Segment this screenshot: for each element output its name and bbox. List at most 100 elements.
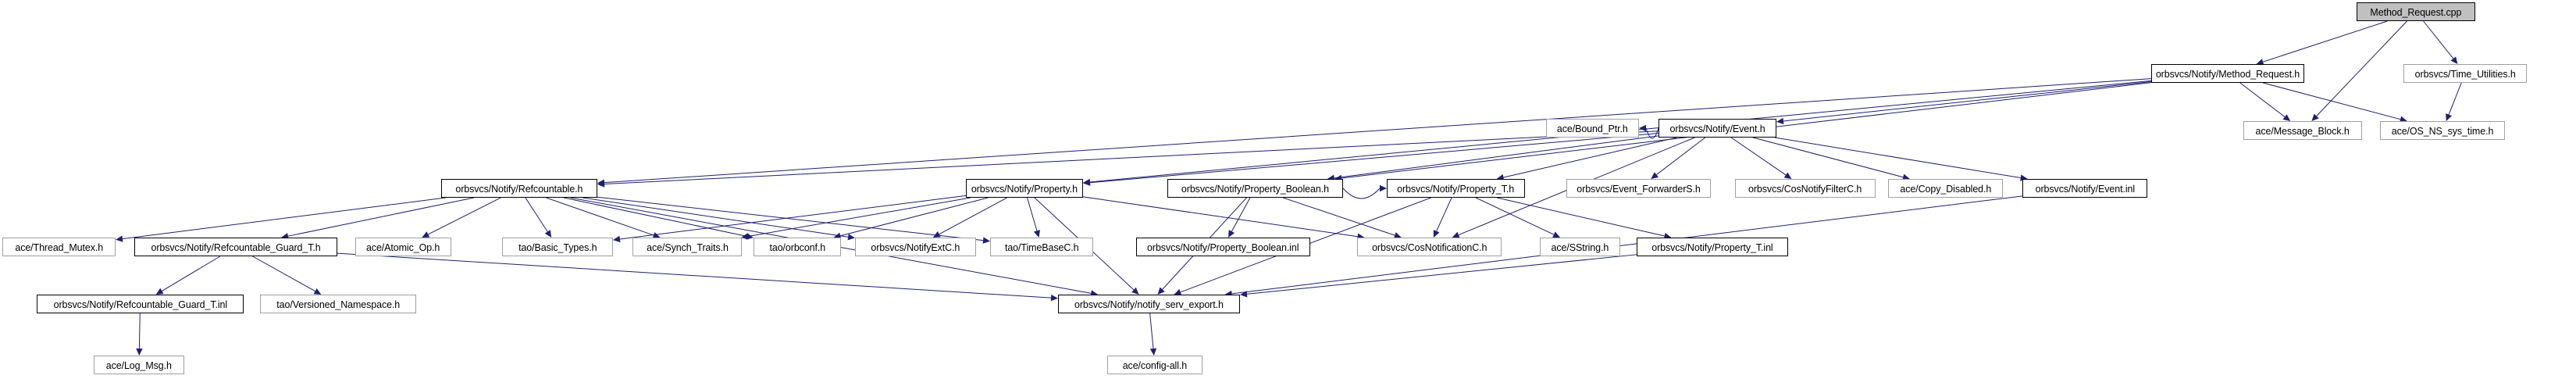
graph-node-label: orbsvcs/Notify/Method_Request.h (2155, 67, 2300, 80)
graph-edge-notify_refcountable_guard_t_inl-to-log_msg_h (138, 313, 141, 349)
graph-edge-notify_property_h-to-basic_types_h (619, 195, 967, 240)
graph-node-label: orbsvcs/Notify/Refcountable_Guard_T.h (151, 241, 321, 253)
graph-arrowhead (136, 348, 143, 356)
graph-node-label: orbsvcs/Notify/notify_serv_export.h (1074, 298, 1224, 310)
graph-edge-notify_event_h-to-notify_property_boolean_h (1334, 135, 1659, 179)
graph-node-notify_refcountable_h[interactable]: orbsvcs/Notify/Refcountable.h (441, 179, 597, 198)
graph-node-label: orbsvcs/Time_Utilities.h (2414, 67, 2516, 80)
graph-arrowhead (155, 288, 164, 295)
graph-edge-notify_refcountable_guard_t_h-to-notify_refcountable_guard_t_inl (162, 256, 221, 291)
graph-arrowhead (597, 181, 605, 188)
graph-edge-notify_property_t_h-to-sstring_h (1475, 197, 1555, 235)
graph-node-notify_property_h[interactable]: orbsvcs/Notify/Property.h (966, 179, 1083, 198)
graph-arrowhead (1157, 287, 1165, 295)
graph-edge-notify_event_h-to-bound_ptr_h (1645, 127, 1659, 139)
graph-node-notify_refcountable_guard_t_inl[interactable]: orbsvcs/Notify/Refcountable_Guard_T.inl (37, 295, 244, 313)
graph-node-label: ace/SString.h (1551, 241, 1609, 253)
graph-edge-notify_event_h-to-notify_refcountable_h (604, 131, 1659, 185)
graph-node-label: orbsvcs/Notify/Property_T.h (1397, 182, 1515, 195)
graph-edge-notify_method_request_h-to-notify_refcountable_h (604, 78, 2152, 184)
graph-node-copy_disabled_h[interactable]: ace/Copy_Disabled.h (1888, 179, 2003, 198)
graph-arrowhead (2282, 114, 2291, 121)
graph-arrowhead (1083, 179, 1091, 186)
graph-arrowhead (1783, 172, 1792, 179)
graph-node-method_request_cpp: Method_Request.cpp (2357, 2, 2475, 21)
graph-arrowhead (746, 233, 754, 240)
graph-node-label: ace/OS_NS_sys_time.h (2391, 124, 2494, 137)
graph-node-versioned_namespace_h[interactable]: tao/Versioned_Namespace.h (260, 295, 416, 313)
graph-node-notify_property_t_inl[interactable]: orbsvcs/Notify/Property_T.inl (1637, 238, 1788, 256)
graph-edge-notify_method_request_h-to-message_block_h (2239, 82, 2286, 117)
graph-node-config_all_h[interactable]: ace/config-all.h (1107, 356, 1202, 374)
graph-edge-notify_refcountable_h-to-orbconf_h (563, 197, 747, 237)
graph-node-synch_traits_h[interactable]: ace/Synch_Traits.h (632, 238, 742, 256)
graph-arrowhead (313, 288, 322, 295)
graph-node-event_forwarders_h[interactable]: orbsvcs/Event_ForwarderS.h (1566, 179, 1711, 198)
graph-node-message_block_h[interactable]: ace/Message_Block.h (2243, 121, 2362, 140)
graph-node-cosnotifyfilterc_h[interactable]: orbsvcs/CosNotifyFilterC.h (1735, 179, 1876, 198)
graph-node-label: orbsvcs/Notify/Property_Boolean.h (1181, 182, 1329, 195)
graph-node-bound_ptr_h[interactable]: ace/Bound_Ptr.h (1546, 119, 1639, 138)
graph-edge-notify_event_inl-to-notify_serv_export_h (1231, 195, 2023, 295)
graph-node-log_msg_h[interactable]: ace/Log_Msg.h (94, 356, 184, 374)
graph-node-os_ns_sys_time_h[interactable]: ace/OS_NS_sys_time.h (2380, 121, 2505, 140)
graph-node-atomic_op_h[interactable]: ace/Atomic_Op.h (355, 238, 451, 256)
graph-node-orbconf_h[interactable]: tao/orbconf.h (754, 238, 841, 256)
graph-node-label: orbsvcs/CosNotificationC.h (1371, 241, 1488, 253)
graph-node-notify_refcountable_guard_t_h[interactable]: orbsvcs/Notify/Refcountable_Guard_T.h (134, 238, 337, 256)
graph-edge-notify_property_h-to-timebasec_h (1027, 197, 1038, 231)
graph-node-notify_event_inl[interactable]: orbsvcs/Notify/Event.inl (2022, 179, 2147, 198)
graph-node-thread_mutex_h[interactable]: ace/Thread_Mutex.h (2, 238, 116, 256)
graph-node-label: tao/Versioned_Namespace.h (276, 298, 400, 310)
graph-arrowhead (982, 237, 990, 244)
graph-edge-notify_property_t_inl-to-notify_serv_export_h (1246, 254, 1637, 295)
graph-edge-method_request_cpp-to-time_utilities_h (2423, 20, 2454, 59)
graph-node-notify_event_h[interactable]: orbsvcs/Notify/Event.h (1659, 119, 1776, 138)
graph-edge-notify_method_request_h-to-os_ns_sys_time_h (2263, 82, 2401, 120)
graph-node-cosnotificationc_h[interactable]: orbsvcs/CosNotificationC.h (1357, 238, 1502, 256)
graph-arrowhead (116, 235, 123, 242)
graph-edge-notify_refcountable_h-to-basic_types_h (525, 197, 548, 232)
graph-node-notify_serv_export_h[interactable]: orbsvcs/Notify/notify_serv_export.h (1058, 295, 1240, 313)
graph-node-notify_method_request_h[interactable]: orbsvcs/Notify/Method_Request.h (2151, 64, 2304, 83)
graph-node-label: ace/config-all.h (1122, 359, 1188, 371)
graph-arrowhead (1380, 184, 1387, 192)
graph-node-notify_property_t_h[interactable]: orbsvcs/Notify/Property_T.h (1387, 179, 1525, 198)
graph-node-basic_types_h[interactable]: tao/Basic_Types.h (502, 238, 613, 256)
graph-node-notify_property_boolean_h[interactable]: orbsvcs/Notify/Property_Boolean.h (1167, 179, 1343, 198)
graph-edge-notify_method_request_h-to-notify_event_h (1783, 80, 2152, 122)
graph-node-notifyextc_h[interactable]: orbsvcs/NotifyExtC.h (855, 238, 976, 256)
graph-node-label: tao/Basic_Types.h (518, 241, 597, 253)
graph-edge-notify_refcountable_guard_t_h-to-versioned_namespace_h (252, 256, 315, 292)
graph-edge-notify_serv_export_h-to-config_all_h (1149, 313, 1154, 349)
graph-arrowhead (1228, 230, 1235, 238)
graph-arrowhead (597, 179, 605, 186)
graph-edge-notify_property_boolean_h-to-cosnotificationc_h (1283, 197, 1395, 236)
graph-node-time_utilities_h[interactable]: orbsvcs/Time_Utilities.h (2403, 64, 2527, 83)
graph-edge-notify_refcountable_guard_t_h-to-notify_serv_export_h (337, 252, 1052, 299)
graph-node-label: Method_Request.cpp (2370, 5, 2462, 18)
graph-node-label: orbsvcs/Event_ForwarderS.h (1577, 182, 1701, 195)
graph-node-notify_property_boolean_inl[interactable]: orbsvcs/Notify/Property_Boolean.inl (1136, 238, 1310, 256)
graph-arrowhead (1433, 230, 1440, 238)
graph-node-label: orbsvcs/NotifyExtC.h (871, 241, 960, 253)
graph-node-label: ace/Synch_Traits.h (646, 241, 729, 253)
graph-arrowhead (422, 231, 430, 238)
graph-node-label: orbsvcs/Notify/Event.inl (2035, 182, 2135, 195)
graph-node-label: tao/TimeBaseC.h (1004, 241, 1079, 253)
graph-edge-notify_property_boolean_h-to-notify_property_t_h (1342, 188, 1381, 199)
graph-edge-notify_event_h-to-copy_disabled_h (1752, 137, 1904, 178)
graph-node-sstring_h[interactable]: ace/SString.h (1540, 238, 1620, 256)
graph-arrowhead (1131, 287, 1139, 295)
graph-arrowhead (2311, 113, 2319, 121)
graph-arrowhead (1651, 172, 1659, 179)
graph-edge-notify_refcountable_h-to-notifyextc_h (583, 197, 849, 238)
graph-edge-notify_refcountable_h-to-synch_traits_h (546, 197, 654, 236)
graph-node-label: ace/Bound_Ptr.h (1557, 122, 1628, 134)
graph-edge-time_utilities_h-to-os_ns_sys_time_h (2448, 82, 2462, 115)
graph-node-timebasec_h[interactable]: tao/TimeBaseC.h (990, 238, 1093, 256)
graph-edge-notify_event_h-to-event_forwarders_h (1656, 137, 1706, 175)
graph-arrowhead (1776, 117, 1784, 125)
graph-arrowhead (1083, 178, 1091, 186)
